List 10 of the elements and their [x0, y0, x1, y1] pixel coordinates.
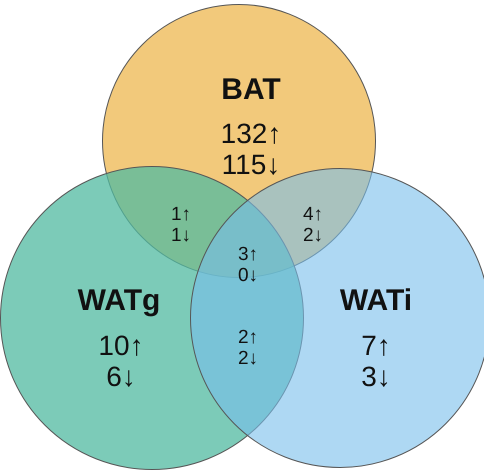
- count-text: 10↑ 6↓: [98, 331, 144, 393]
- overlap-count-text: 1↑ 1↓: [170, 205, 192, 247]
- count-text: 132↑ 115↓: [220, 119, 282, 181]
- count-text: 7↑ 3↓: [361, 331, 391, 393]
- overlap-count-text: 2↑ 2↓: [238, 328, 258, 370]
- set-title: WATg: [78, 284, 160, 317]
- overlap-count-text: 4↑ 2↓: [302, 205, 324, 247]
- set-title: WATi: [340, 284, 412, 317]
- set-title: BAT: [221, 73, 281, 106]
- overlap-count-text: 3↑ 0↓: [238, 245, 258, 287]
